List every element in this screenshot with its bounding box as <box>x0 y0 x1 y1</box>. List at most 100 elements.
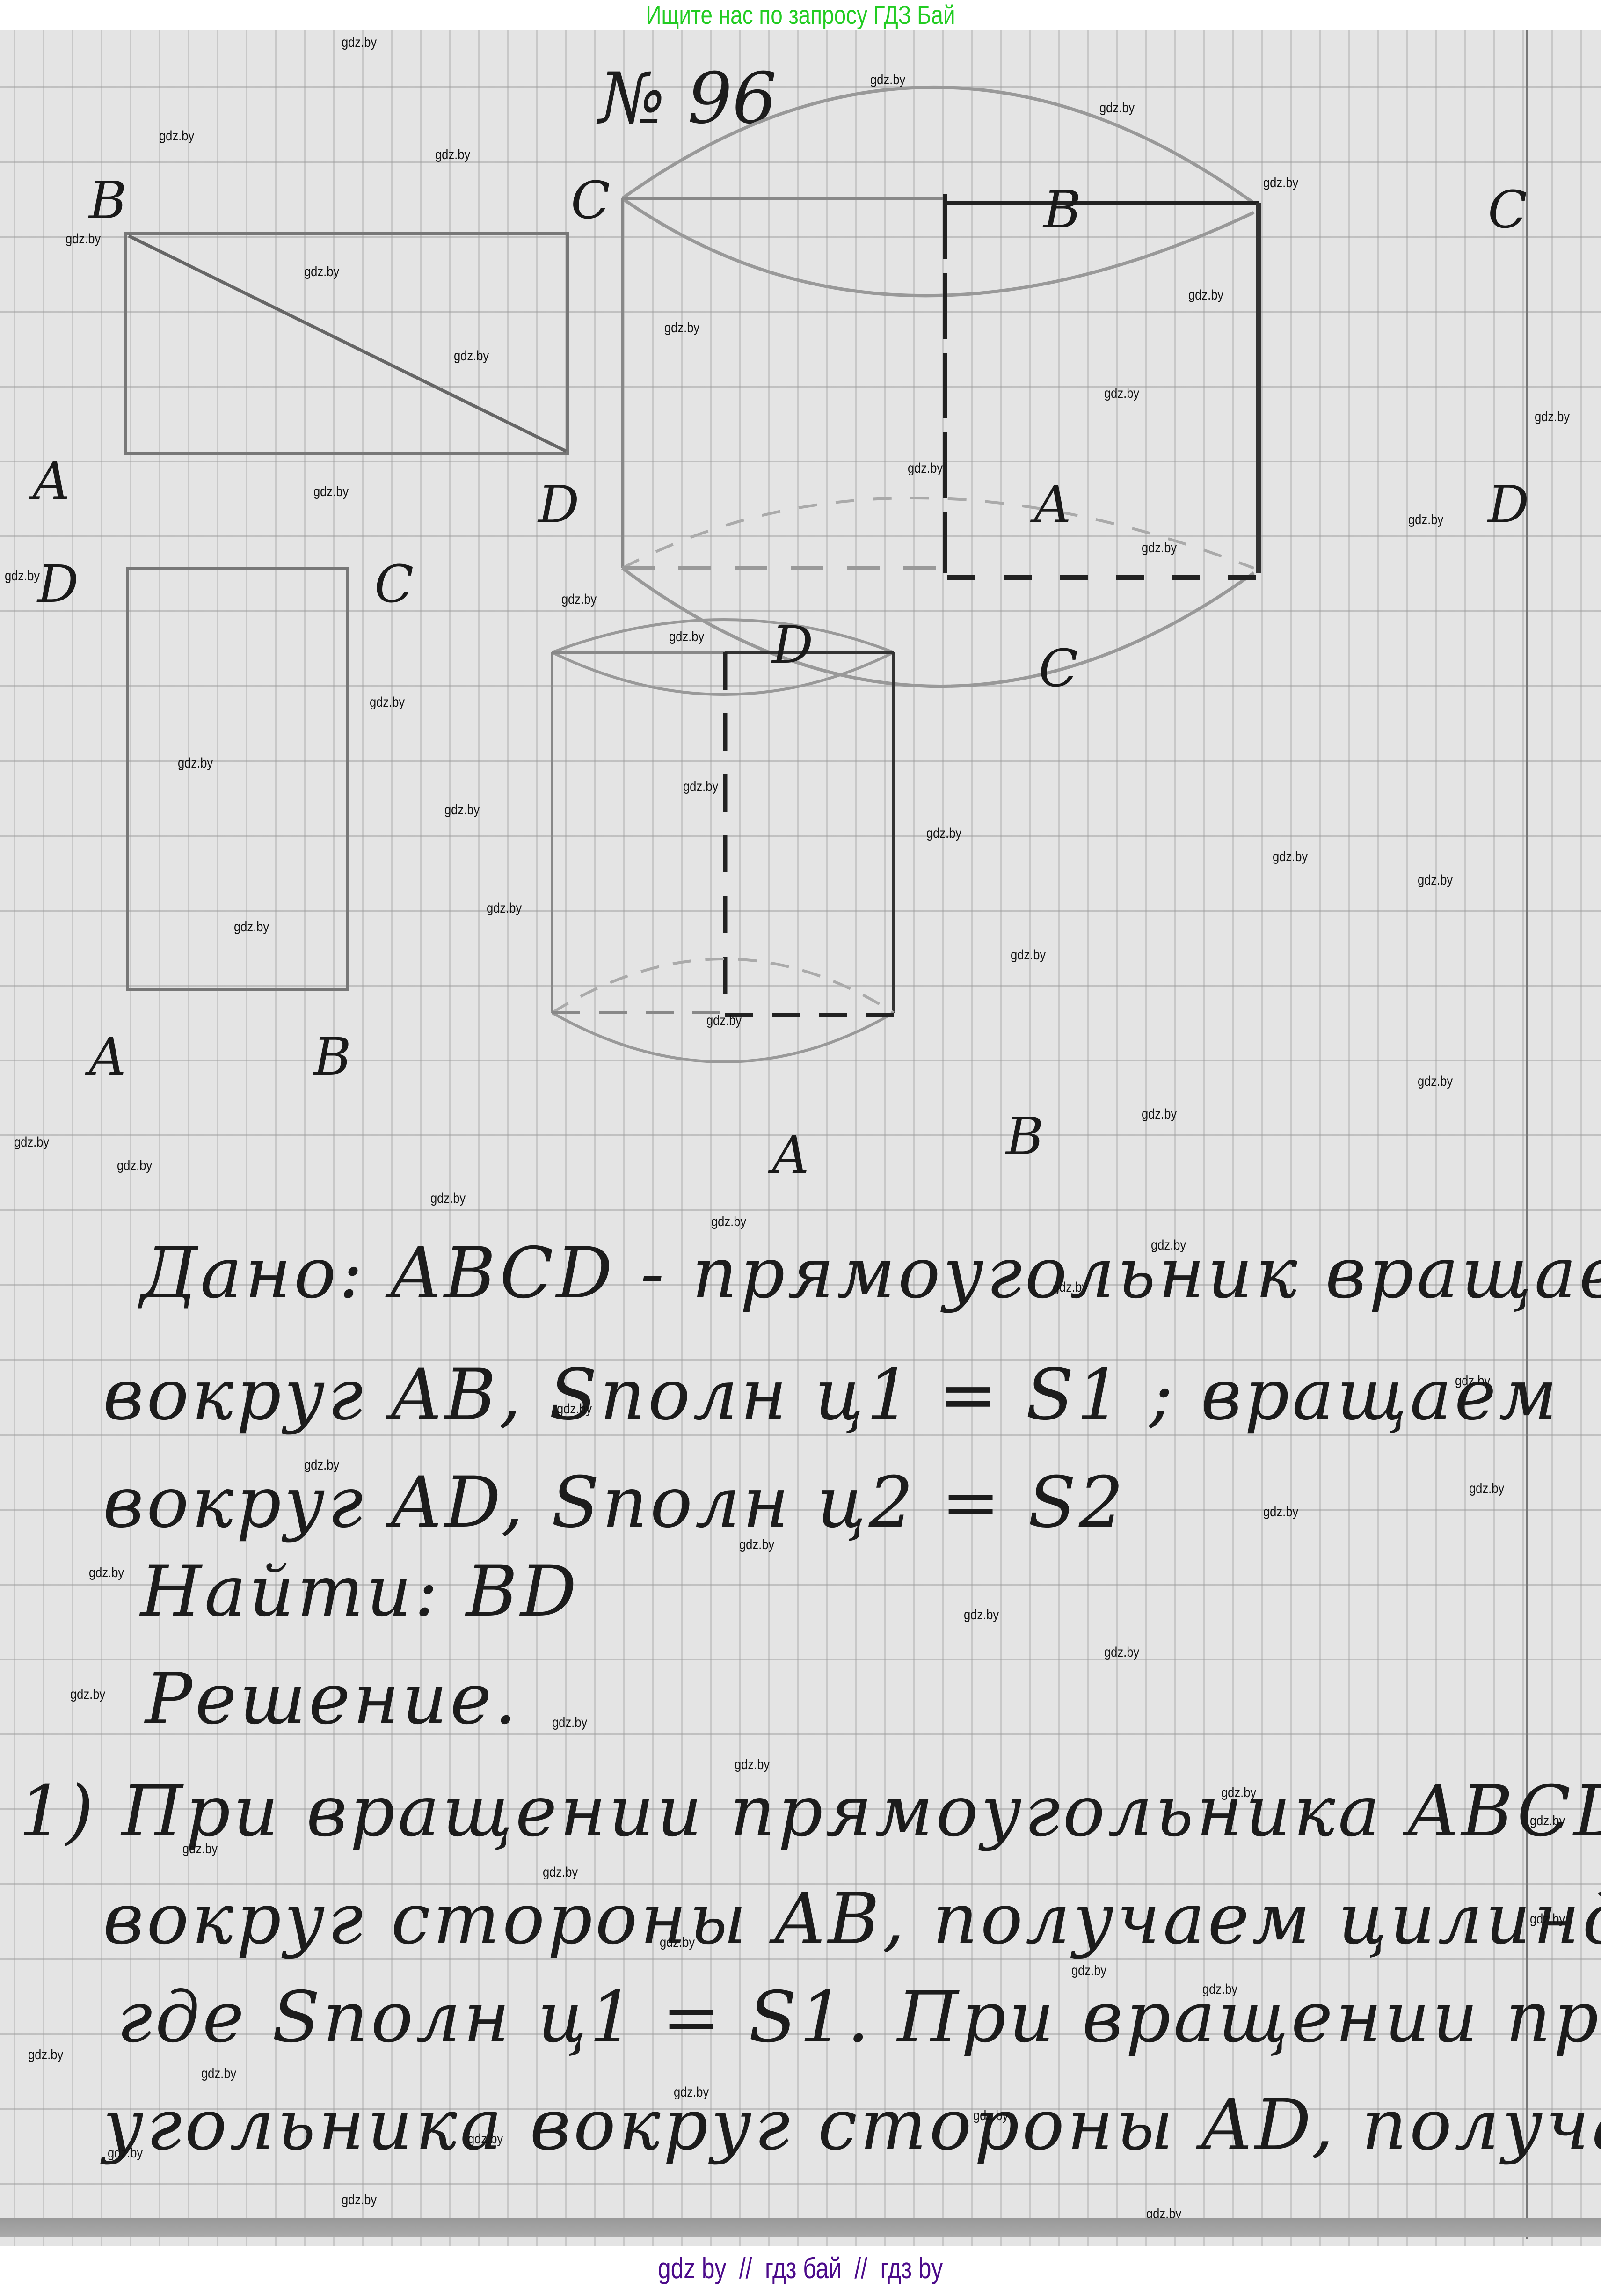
watermark: gdz.by <box>65 231 101 247</box>
watermark: gdz.by <box>870 72 906 88</box>
watermark: gdz.by <box>435 147 471 162</box>
watermark: gdz.by <box>487 900 522 916</box>
fig3-label-d: D <box>37 554 79 614</box>
figure-rectangle-diagonal <box>124 232 569 455</box>
watermark: gdz.by <box>964 1607 999 1623</box>
page-edge-shadow <box>0 2218 1601 2237</box>
watermark: gdz.by <box>468 2131 503 2147</box>
fig3-label-a: A <box>89 1027 126 1087</box>
watermark: gdz.by <box>178 755 213 771</box>
watermark: gdz.by <box>1408 512 1444 527</box>
watermark: gdz.by <box>234 919 269 935</box>
watermark: gdz.by <box>1188 287 1224 303</box>
watermark: gdz.by <box>735 1757 770 1772</box>
fig4-label-a: A <box>772 1125 809 1185</box>
watermark: gdz.by <box>1011 947 1046 963</box>
watermark: gdz.by <box>201 2066 237 2081</box>
watermark: gdz.by <box>89 1565 124 1580</box>
watermark: gdz.by <box>159 128 195 144</box>
watermark: gdz.by <box>660 1935 695 1950</box>
watermark: gdz.by <box>1202 1982 1238 1997</box>
watermark: gdz.by <box>557 1401 592 1417</box>
watermark: gdz.by <box>739 1537 775 1552</box>
watermark: gdz.by <box>1273 849 1308 864</box>
solution-line-8: где Sполн ц1 = S1. При вращении прямо- <box>117 1977 1601 2058</box>
solution-line-9: угольника вокруг стороны AD, получаем <box>103 2084 1601 2166</box>
top-banner: Ищите нас по запросу ГДЗ Бай <box>0 0 1601 30</box>
fig1-label-d: D <box>538 475 580 534</box>
watermark: gdz.by <box>1530 1911 1565 1927</box>
fig1-label-c: C <box>571 170 611 230</box>
watermark: gdz.by <box>1104 386 1140 401</box>
watermark: gdz.by <box>908 461 943 476</box>
fig2-label-b: B <box>1043 180 1081 240</box>
bottom-banner: gdz by // гдз бай // гдз by <box>0 2246 1601 2296</box>
fig4-label-d: D <box>772 615 814 675</box>
solution-line-6: 1) При вращении прямоугольника ABCD <box>19 1771 1601 1852</box>
top-banner-text: Ищите нас по запросу ГДЗ Бай <box>646 0 955 29</box>
watermark: gdz.by <box>342 35 377 50</box>
watermark: gdz.by <box>28 2047 64 2062</box>
fig1-label-a: A <box>33 451 70 511</box>
watermark: gdz.by <box>304 264 340 279</box>
watermark: gdz.by <box>14 1134 50 1150</box>
watermark: gdz.by <box>1053 1280 1088 1295</box>
fig2-label-a: A <box>1034 475 1071 534</box>
margin-line <box>1526 30 1528 2239</box>
watermark: gdz.by <box>683 779 719 794</box>
watermark: gdz.by <box>973 2108 1009 2123</box>
watermark: gdz.by <box>664 320 700 336</box>
solution-line-given: Дано: ABCD - прямоугольник вращаем <box>140 1233 1601 1314</box>
watermark: gdz.by <box>926 826 962 841</box>
watermark: gdz.by <box>674 2084 709 2100</box>
watermark: gdz.by <box>182 1841 218 1857</box>
solution-line-find: Найти: BD <box>140 1551 580 1632</box>
watermark: gdz.by <box>1104 1645 1140 1660</box>
figure-rectangle-upright <box>126 567 349 991</box>
watermark: gdz.by <box>313 484 349 499</box>
watermark: gdz.by <box>444 802 480 818</box>
watermark: gdz.by <box>711 1214 747 1229</box>
notebook-page: № 96 B C A D B C A D D C A B <box>0 30 1601 2248</box>
fig3-label-c: C <box>374 554 414 614</box>
watermark: gdz.by <box>304 1457 340 1473</box>
watermark: gdz.by <box>1099 100 1135 116</box>
watermark: gdz.by <box>1530 1813 1565 1828</box>
fig2-label-d: D <box>1488 475 1529 534</box>
watermark: gdz.by <box>1221 1785 1257 1800</box>
watermark: gdz.by <box>70 1687 106 1702</box>
fig4-label-b: B <box>1006 1106 1044 1166</box>
watermark: gdz.by <box>5 568 40 584</box>
watermark: gdz.by <box>1263 1504 1299 1520</box>
watermark: gdz.by <box>1418 1074 1453 1089</box>
watermark: gdz.by <box>1142 540 1177 556</box>
watermark: gdz.by <box>1142 1106 1177 1122</box>
watermark: gdz.by <box>454 348 489 364</box>
solution-line-3: вокруг AD, Sполн ц2 = S2 <box>103 1462 1127 1543</box>
fig4-label-c: C <box>1039 638 1078 698</box>
figure-cylinder-ad <box>551 618 895 1063</box>
watermark: gdz.by <box>1535 409 1570 424</box>
solution-line-2: вокруг AB, Sполн ц1 = S1 ; вращаем <box>103 1354 1560 1436</box>
watermark: gdz.by <box>1469 1481 1505 1496</box>
solution-heading: Решение. <box>145 1659 520 1740</box>
fig2-label-c: C <box>1488 180 1528 240</box>
watermark: gdz.by <box>117 1158 153 1173</box>
watermark: gdz.by <box>552 1715 588 1730</box>
fig1-label-b: B <box>89 170 127 230</box>
watermark: gdz.by <box>561 592 597 607</box>
watermark: gdz.by <box>1071 1963 1107 1978</box>
watermark: gdz.by <box>430 1191 466 1206</box>
solution-line-7: вокруг стороны AB, получаем цилиндр 1, <box>103 1879 1601 1960</box>
fig3-label-b: B <box>313 1027 351 1087</box>
watermark: gdz.by <box>1263 175 1299 190</box>
watermark: gdz.by <box>543 1865 578 1880</box>
watermark: gdz.by <box>370 695 405 710</box>
watermark: gdz.by <box>669 629 705 644</box>
watermark: gdz.by <box>342 2192 377 2208</box>
watermark: gdz.by <box>1151 1237 1186 1253</box>
watermark: gdz.by <box>706 1013 742 1028</box>
watermark: gdz.by <box>108 2145 143 2161</box>
bottom-banner-text: gdz by // гдз бай // гдз by <box>658 2252 943 2285</box>
figure-cylinder-ab <box>621 86 1261 688</box>
